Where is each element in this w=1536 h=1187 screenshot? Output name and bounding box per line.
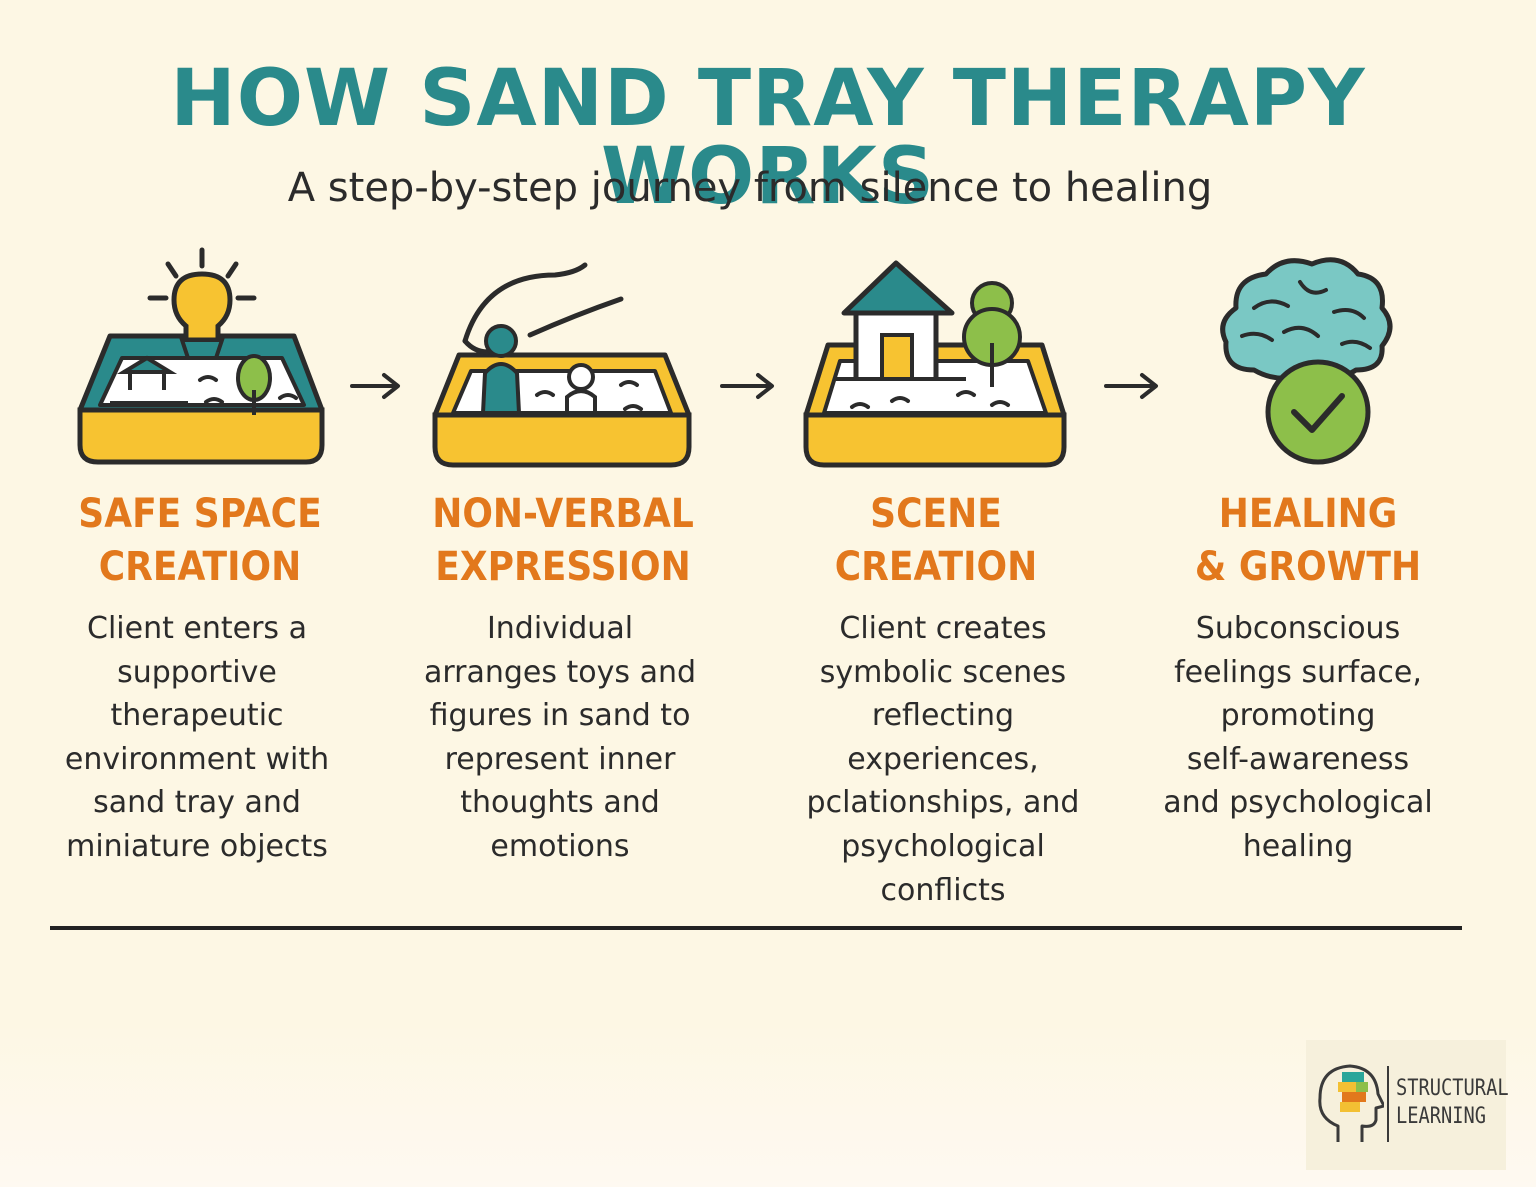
page-subtitle: A step-by-step journey from silence to h… [287, 165, 1213, 211]
step-description-safe-space-creation: Client enters a supportive therapeutic e… [64, 611, 330, 864]
logo-text-line2: LEARNING [1396, 1104, 1487, 1129]
arrow-right-icon [1104, 373, 1158, 399]
step-title-safe-space-creation: SAFE SPACE CREATION [78, 491, 322, 590]
arrow-right-icon [720, 373, 774, 399]
logo-text-line1: STRUCTURAL [1396, 1076, 1509, 1101]
step-title-non-verbal-expression: NON-VERBAL EXPRESSION [432, 491, 694, 590]
step-title-healing-growth: HEALING & GROWTH [1194, 491, 1422, 590]
arrow-right-icon [350, 373, 400, 399]
logo-separator [1387, 1066, 1389, 1142]
step-description-healing-growth: Subconscious feelings surface, promoting… [1163, 611, 1433, 864]
house-tree-scene-icon [803, 260, 1067, 468]
divider-line [50, 926, 1462, 930]
page-title: HOW SAND TRAY THERAPY WORKS [170, 54, 1366, 222]
step-description-non-verbal-expression: Individual arranges toys and figures in … [423, 611, 697, 864]
hand-placing-figure-icon [432, 262, 692, 468]
sand-tray-lightbulb-icon [77, 247, 325, 465]
step-title-scene-creation: SCENE CREATION [834, 491, 1038, 590]
head-puzzle-logo-icon [1318, 1064, 1384, 1142]
brain-checkmark-icon [1220, 257, 1393, 465]
step-description-scene-creation: Client creates symbolic scenes reflectin… [806, 611, 1080, 908]
logo [1306, 1040, 1506, 1170]
